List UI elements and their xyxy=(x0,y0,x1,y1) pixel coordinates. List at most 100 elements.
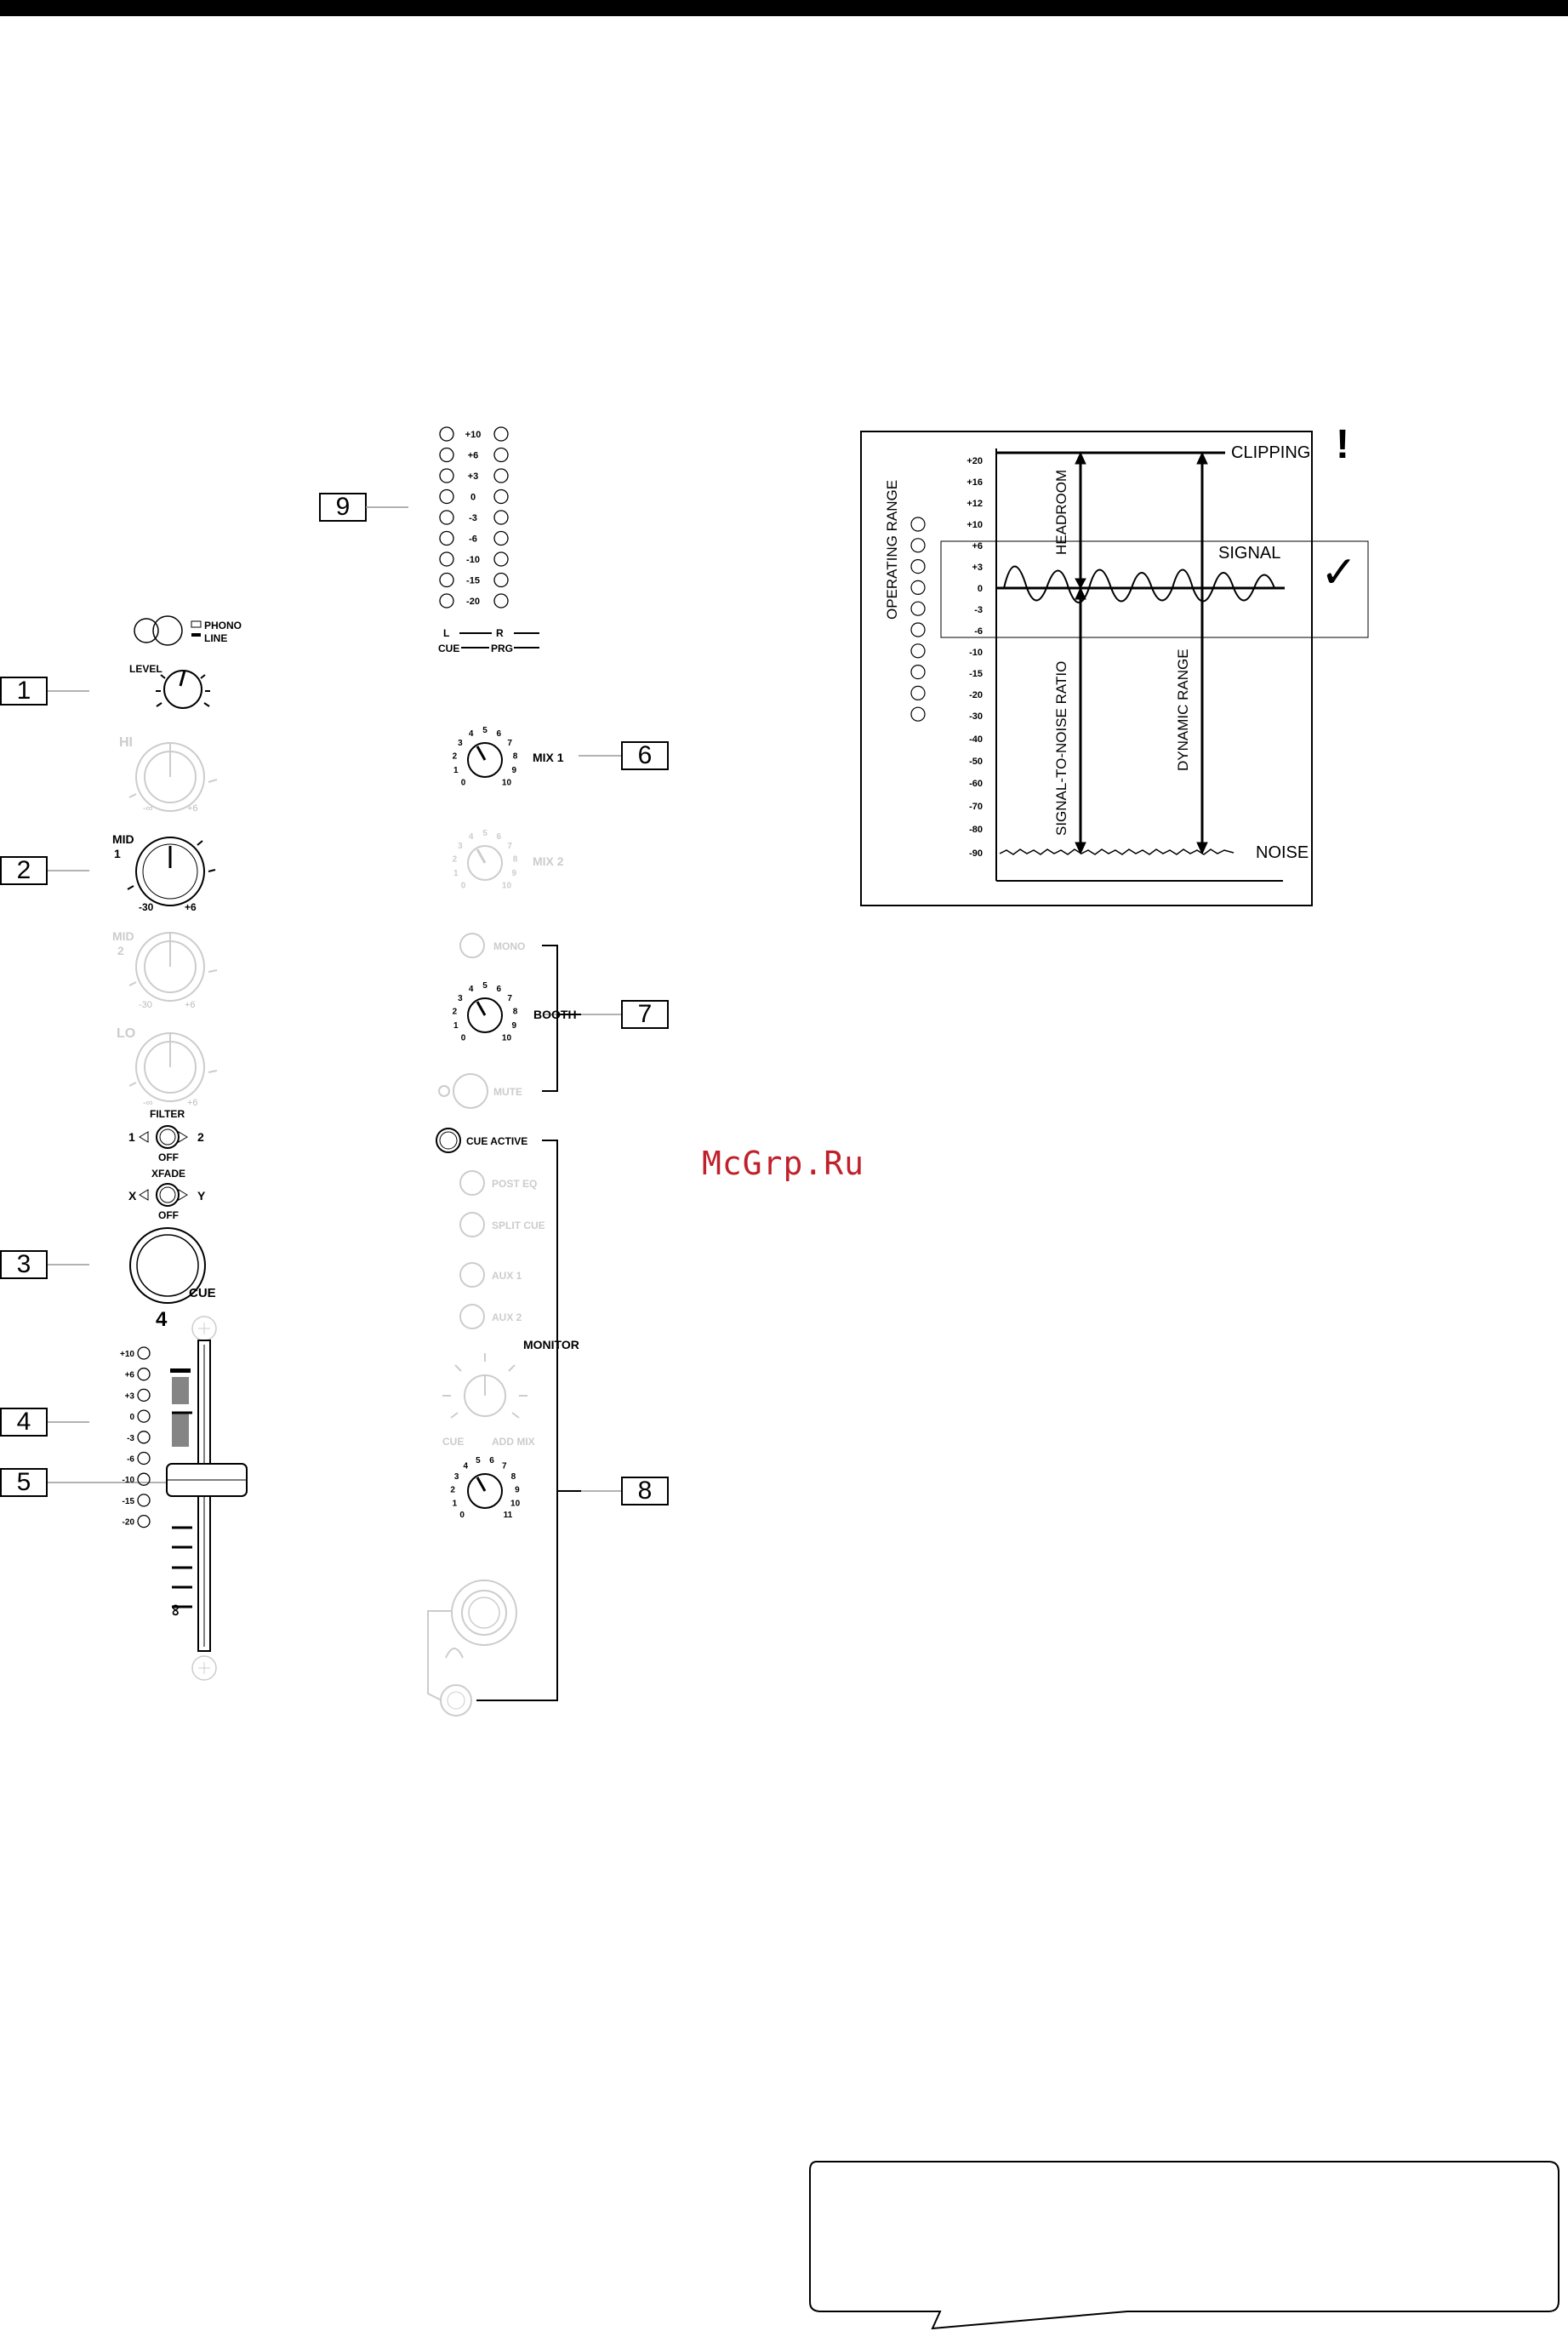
master-meter-label: 0 xyxy=(470,493,476,503)
xfade-pos-off: OFF xyxy=(158,1209,179,1221)
master-meter-label: +3 xyxy=(468,471,479,482)
knob-scale-label: 1 xyxy=(453,1499,458,1508)
knob-scale-label: 5 xyxy=(482,726,488,735)
cue-button[interactable] xyxy=(129,1227,206,1304)
cue-active-label: CUE ACTIVE xyxy=(466,1135,527,1147)
watermark: McGrp.Ru xyxy=(702,1145,865,1182)
diagram-tick-label: +16 xyxy=(966,477,983,488)
operating-range-led xyxy=(910,622,926,637)
knob-scale-label: 8 xyxy=(511,1472,516,1482)
knob-scale-label: 10 xyxy=(510,1499,521,1508)
mid1-knob[interactable] xyxy=(127,837,216,906)
monitor-bracket xyxy=(476,1140,581,1701)
hi-knob[interactable] xyxy=(128,742,218,812)
knob-scale-label: 9 xyxy=(511,1021,516,1031)
knob-scale-label: 4 xyxy=(469,832,474,842)
operating-range-led xyxy=(910,517,926,532)
diagram-tick-label: -20 xyxy=(969,690,983,700)
line-label: LINE xyxy=(204,632,227,644)
knob-scale-label: 6 xyxy=(497,832,502,842)
channel-meter-led xyxy=(137,1451,151,1465)
diagram-tick-label: +6 xyxy=(972,541,983,551)
channel-meter-led xyxy=(137,1431,151,1444)
channel-meter-label: -3 xyxy=(127,1434,134,1443)
headphone-jack[interactable] xyxy=(451,1580,517,1646)
diagram-axis-ticks: +20+16+12+10+6+30-3-6-10-15-20-30-40-50-… xyxy=(966,456,983,859)
operating-range-label: OPERATING RANGE xyxy=(884,480,900,620)
mid1-number: 1 xyxy=(114,847,121,860)
split-cue-button[interactable] xyxy=(459,1212,485,1237)
channel-meter-label: -20 xyxy=(123,1518,135,1528)
cue-mix-knob[interactable] xyxy=(442,1353,527,1419)
master-meter-label: -3 xyxy=(469,513,477,523)
mid1-scale-max: +6 xyxy=(185,901,197,913)
noise-label: NOISE xyxy=(1256,843,1309,862)
channel-meter-led xyxy=(137,1472,151,1486)
level-knob[interactable] xyxy=(156,670,210,709)
meter-legend xyxy=(459,632,539,648)
filter-left-arrow-icon xyxy=(139,1131,149,1143)
callout-8: 8 xyxy=(621,1477,669,1505)
diagram-tick-label: +10 xyxy=(966,520,983,530)
mute-button[interactable] xyxy=(453,1073,488,1109)
dynamic-range-label: DYNAMIC RANGE xyxy=(1175,648,1191,771)
mid2-label: MID xyxy=(112,929,134,943)
callout-5: 5 xyxy=(0,1468,48,1497)
knob-scale-label: 0 xyxy=(459,1511,465,1520)
mid2-scale-min: -30 xyxy=(139,1000,152,1010)
callout-3: 3 xyxy=(0,1250,48,1279)
knob-scale-label: 8 xyxy=(513,1007,518,1016)
hi-scale-max: +6 xyxy=(187,803,198,814)
mono-label: MONO xyxy=(493,940,525,952)
aux1-label: AUX 1 xyxy=(492,1270,522,1282)
master-meter-led-right xyxy=(493,488,509,505)
xfade-left-arrow-icon xyxy=(139,1189,149,1201)
aux2-button[interactable] xyxy=(459,1304,485,1329)
fader-infinity-label: ∞ xyxy=(166,1604,185,1616)
knob-scale-label: 4 xyxy=(463,1462,468,1471)
diagram-tick-label: -80 xyxy=(969,825,983,835)
master-meter-led-left xyxy=(439,593,454,608)
operating-range-band xyxy=(940,540,1369,638)
booth-label: BOOTH xyxy=(533,1008,577,1021)
signal-waveform xyxy=(1003,565,1275,603)
meter-legend-r: R xyxy=(496,627,504,639)
channel-meter-led xyxy=(137,1409,151,1423)
mid2-knob[interactable] xyxy=(128,932,218,1002)
monitor-label: MONITOR xyxy=(523,1338,579,1351)
aux1-button[interactable] xyxy=(459,1262,485,1288)
knob-scale-label: 1 xyxy=(453,1021,459,1031)
callout-9: 9 xyxy=(319,493,367,522)
master-meter-led-right xyxy=(493,447,509,463)
diagram-tick-label: +3 xyxy=(972,563,983,573)
operating-range-led xyxy=(910,601,926,616)
lo-knob[interactable] xyxy=(128,1032,218,1102)
knob-scale-label: 5 xyxy=(482,981,488,991)
operating-range-led xyxy=(910,685,926,701)
callout-2: 2 xyxy=(0,856,48,885)
knob-scale-label: 5 xyxy=(482,829,488,838)
mini-jack[interactable] xyxy=(440,1684,472,1717)
mono-button[interactable] xyxy=(459,933,485,958)
master-meter-led-right xyxy=(493,593,509,608)
mid2-scale-max: +6 xyxy=(185,1000,196,1010)
phono-line-switch[interactable] xyxy=(134,618,159,643)
xfade-pos-y: Y xyxy=(197,1189,206,1203)
phono-icon xyxy=(191,620,202,628)
post-eq-label: POST EQ xyxy=(492,1178,537,1190)
filter-pos-2: 2 xyxy=(197,1130,204,1144)
callout-1: 1 xyxy=(0,677,48,706)
knob-scale-label: 11 xyxy=(504,1511,513,1520)
channel-meter-label: -15 xyxy=(123,1497,135,1506)
master-meter-label: +10 xyxy=(465,430,482,440)
knob-scale-label: 5 xyxy=(476,1456,481,1465)
knob-scale-label: 1 xyxy=(453,766,459,775)
master-meter-label: -20 xyxy=(466,597,480,607)
post-eq-button[interactable] xyxy=(459,1170,485,1196)
knob-scale-label: 6 xyxy=(497,729,502,739)
cue-mix-label-add: ADD MIX xyxy=(492,1436,535,1448)
